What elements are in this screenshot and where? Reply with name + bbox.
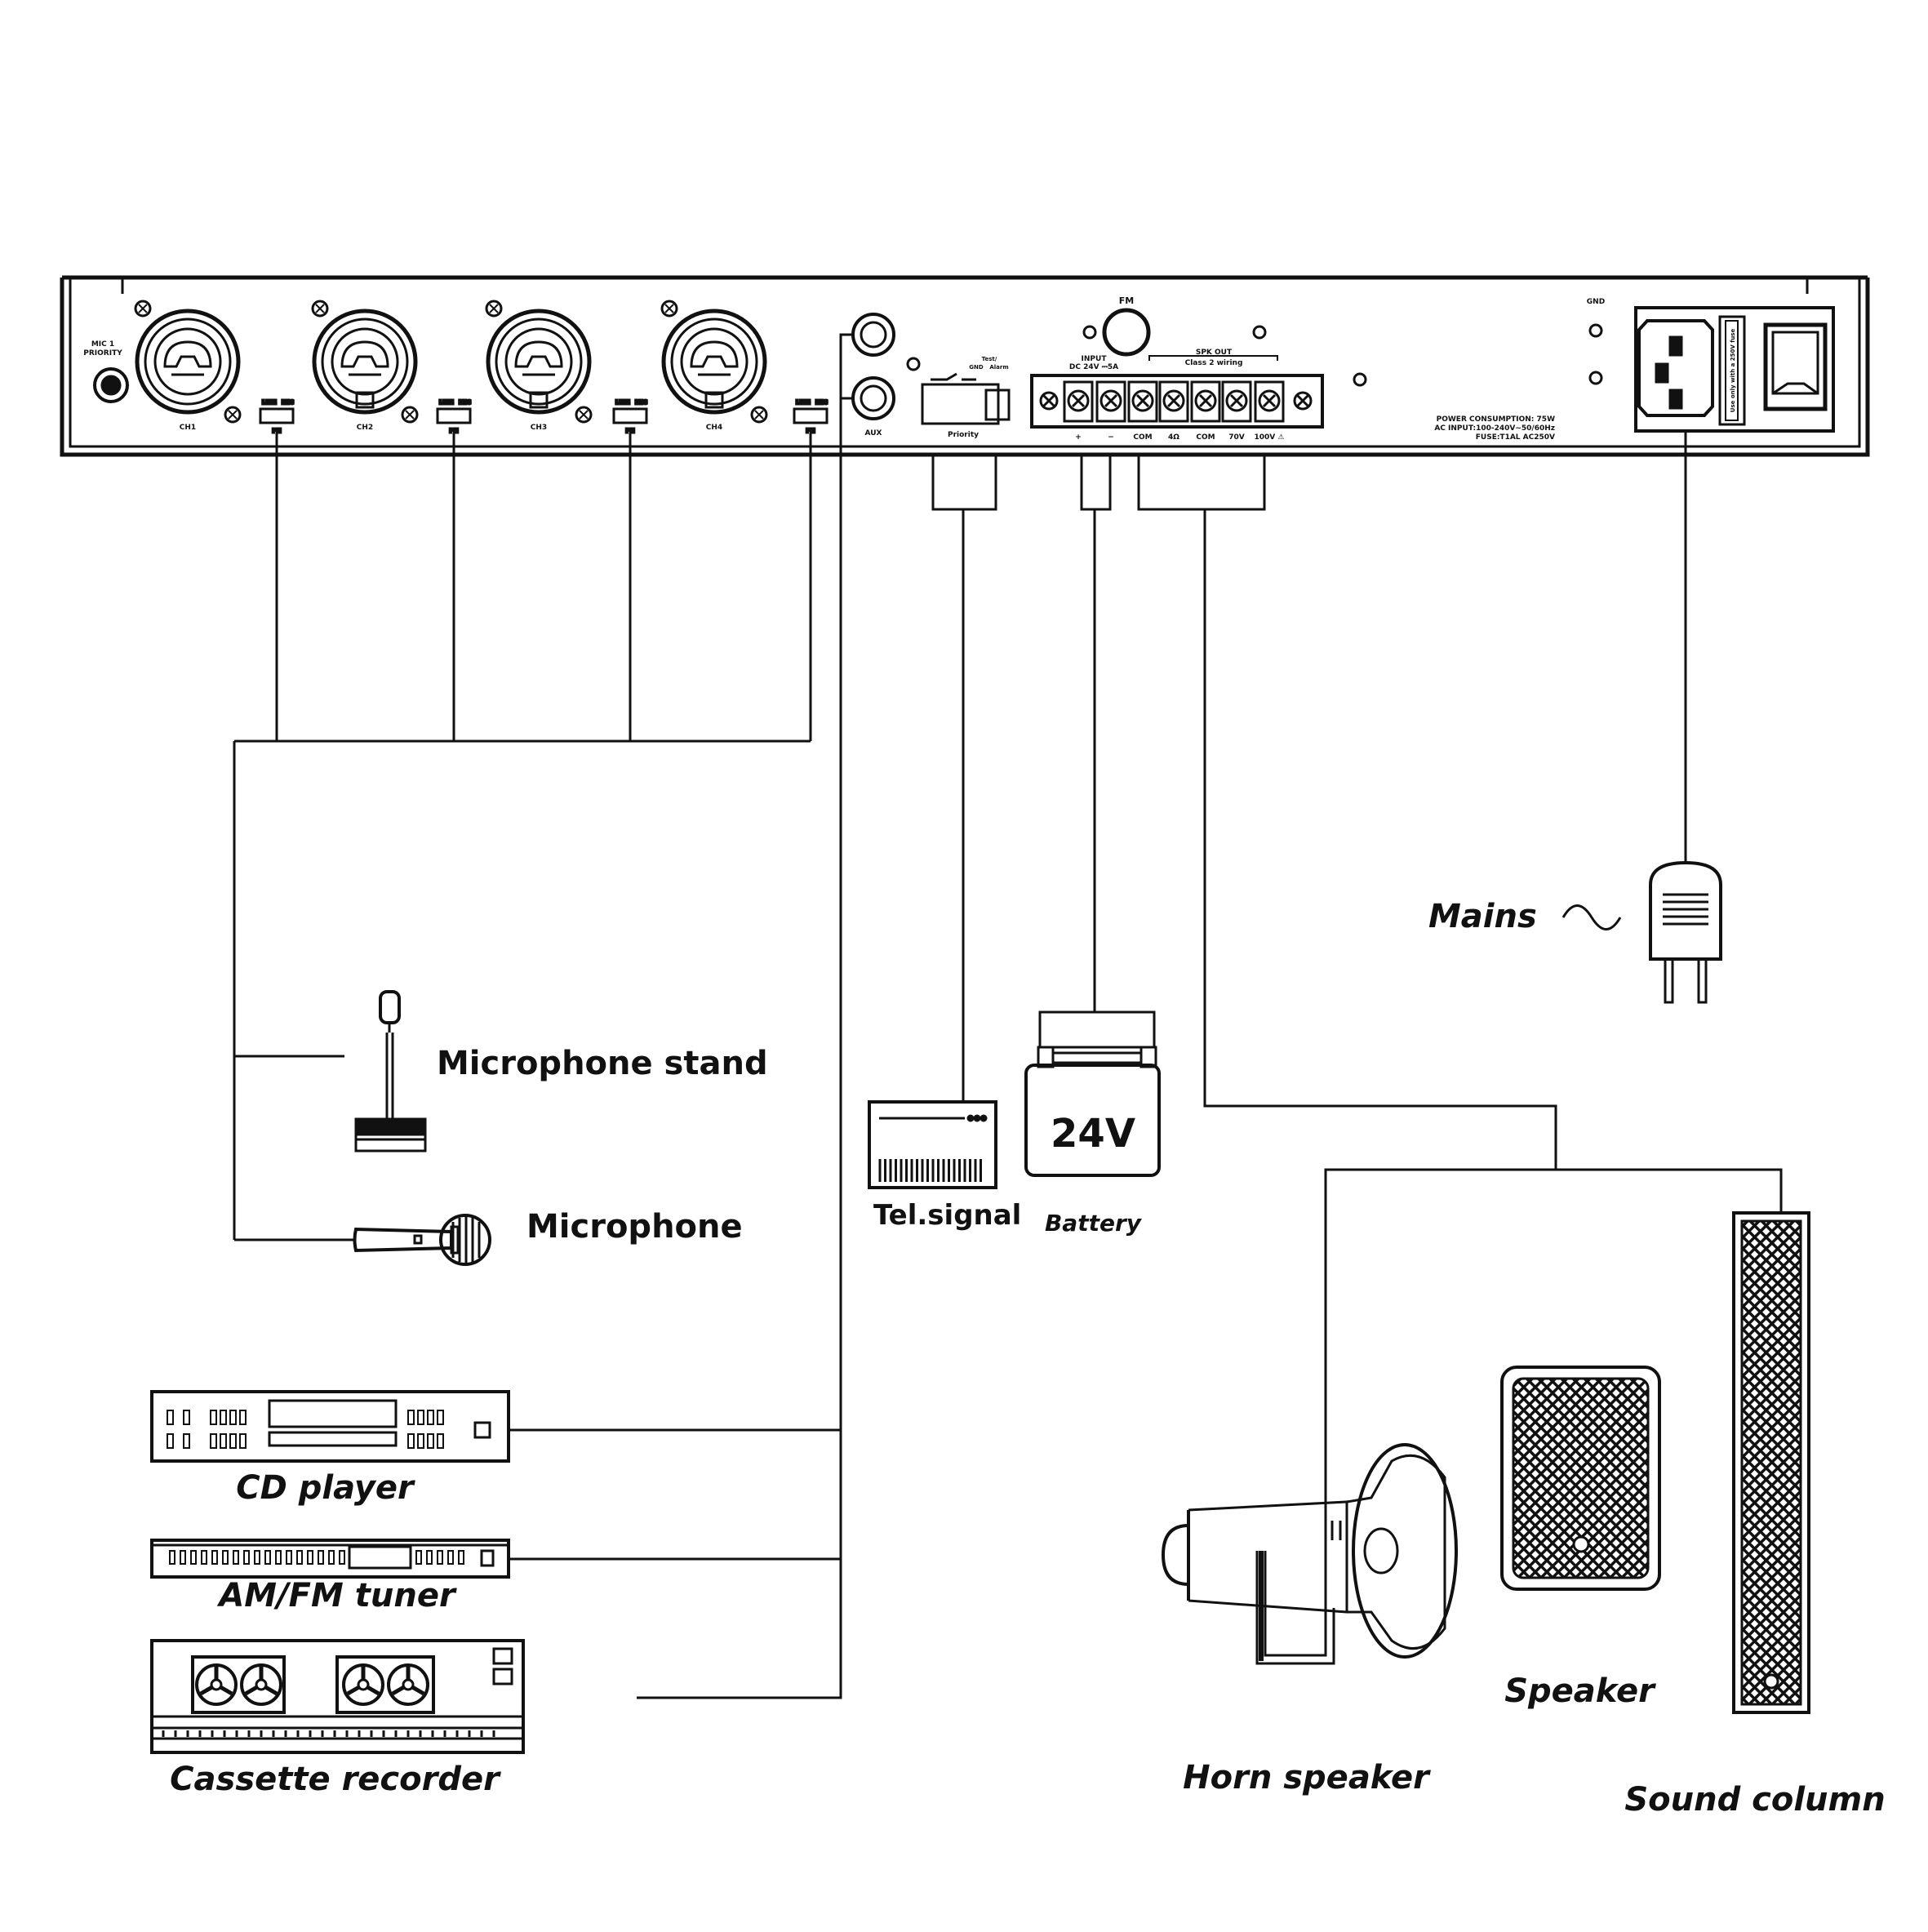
- mic1-label: MIC 1: [91, 340, 114, 349]
- reel: [195, 1663, 238, 1706]
- sound-column-icon: [1732, 1211, 1810, 1714]
- terminal-label: 70V: [1228, 433, 1245, 442]
- ph-label: PH: [806, 428, 815, 434]
- ph-label: PH: [450, 428, 459, 434]
- battery-voltage-label: 24V: [1051, 1111, 1135, 1157]
- input-spec-label: DC 24V ⎓5A: [1069, 363, 1118, 371]
- priority-alarm-label: Alarm: [989, 364, 1008, 371]
- cd-player-label: CD player: [236, 1469, 415, 1507]
- panel-labels: MIC 1 PRIORITY CH1 CH2 CH3 CH4 AUX FM Prior…: [83, 295, 1736, 442]
- channel-label: CH2: [357, 424, 373, 432]
- xlr-combo-jack-icon[interactable]: [485, 300, 593, 424]
- xlr-combo-jack-icon[interactable]: [660, 300, 768, 424]
- horn-speaker-icon: [1161, 1443, 1458, 1665]
- terminal-strip[interactable]: [1030, 374, 1324, 429]
- speaker-label: Speaker: [1504, 1672, 1656, 1710]
- sound-column-label: Sound column: [1624, 1781, 1885, 1819]
- line-mic-switches: LINE MIC PH LINE MIC PH LINE MIC PH LINE MIC PH: [259, 398, 829, 436]
- class2-label: Class 2 wiring: [1185, 359, 1243, 367]
- cassette-label: Cassette recorder: [170, 1761, 501, 1798]
- screw-terminal-icon[interactable]: [1095, 380, 1126, 423]
- microphone-label: Microphone: [526, 1208, 743, 1246]
- fm-label: FM: [1119, 295, 1134, 306]
- device-labels: Mains Microphone stand Microphone Tel.si…: [170, 898, 1886, 1819]
- reel: [240, 1663, 282, 1706]
- terminal-label: COM: [1133, 433, 1152, 442]
- line-label: LINE: [439, 399, 454, 406]
- mic-label: MIC: [459, 399, 471, 406]
- line-mic-switch[interactable]: LINE MIC PH: [259, 398, 295, 436]
- tuner-label: AM/FM tuner: [216, 1577, 457, 1614]
- mic-label: MIC: [635, 399, 647, 406]
- reel: [342, 1663, 384, 1706]
- screw-terminal-icon[interactable]: [1127, 380, 1158, 423]
- aux-label: AUX: [865, 429, 882, 437]
- battery-label: Battery: [1045, 1210, 1143, 1237]
- rca-jack-icon[interactable]: [851, 313, 895, 420]
- phone-unit-icon: [868, 1100, 997, 1189]
- tel-signal-label: Tel.signal: [873, 1199, 1021, 1232]
- mains-label: Mains: [1428, 898, 1537, 935]
- screw-terminal-icon[interactable]: [1221, 380, 1252, 423]
- priority-label: PRIORITY: [83, 349, 122, 358]
- gnd-label: GND: [1587, 298, 1605, 306]
- xlr-combo-jack-icon[interactable]: [311, 300, 419, 424]
- ac-wave-icon: [1562, 904, 1622, 930]
- handheld-mic-icon: [353, 1214, 491, 1266]
- screw-terminal-icon[interactable]: [1063, 380, 1094, 423]
- ph-label: PH: [273, 428, 282, 434]
- iec-socket-icon: [1634, 306, 1835, 433]
- screw-terminal-icon[interactable]: [1039, 391, 1059, 411]
- terminal-label: −: [1108, 433, 1114, 442]
- mic1-priority-knob[interactable]: [93, 367, 129, 403]
- power-switch-icon[interactable]: [1763, 322, 1828, 411]
- cd-player-icon: [150, 1390, 510, 1463]
- wall-speaker-icon: [1500, 1366, 1661, 1591]
- line-label: LINE: [262, 399, 277, 406]
- line-mic-switch[interactable]: LINE MIC PH: [612, 398, 648, 436]
- xlr-combo-jacks: [134, 300, 768, 424]
- channel-label: CH4: [706, 424, 722, 432]
- power-consumption-label: POWER CONSUMPTION: 75W: [1437, 415, 1555, 424]
- cassette-deck-icon: [150, 1639, 525, 1754]
- fm-antenna-jack[interactable]: [1102, 308, 1151, 357]
- line-label: LINE: [615, 399, 630, 406]
- wiring: [233, 333, 1783, 1699]
- priority-test-label: Test/: [982, 356, 997, 362]
- terminal-label: +: [1075, 433, 1082, 442]
- terminal-label: 100V ⚠: [1255, 433, 1285, 442]
- screw-terminal-icon[interactable]: [1293, 391, 1313, 411]
- ac-input-label: AC INPUT:100-240V~50/60Hz: [1434, 424, 1555, 433]
- microphone-stand-label: Microphone stand: [437, 1045, 768, 1082]
- priority-gnd-label: GND: [969, 364, 984, 371]
- input-label: INPUT: [1082, 355, 1108, 363]
- priority-terminal[interactable]: [921, 372, 1011, 425]
- fuse-note-label: Use only with a 250V fuse: [1730, 329, 1736, 413]
- plug-icon: [1649, 860, 1722, 1004]
- line-mic-switch[interactable]: LINE MIC PH: [793, 398, 829, 436]
- priority-terminal-label: Priority: [948, 431, 979, 439]
- reel: [387, 1663, 429, 1706]
- battery-icon: [1024, 1046, 1161, 1177]
- fuse-label: FUSE:T1AL AC250V: [1476, 433, 1555, 442]
- tuner-icon: [150, 1539, 510, 1579]
- screw-terminal-icon[interactable]: [1190, 380, 1221, 423]
- channel-label: CH1: [180, 424, 196, 432]
- xlr-combo-jack-icon[interactable]: [134, 300, 242, 424]
- spk-out-label: SPK OUT: [1196, 349, 1233, 357]
- gooseneck-mic-icon: [354, 990, 427, 1153]
- mic-label: MIC: [815, 399, 828, 406]
- line-mic-switch[interactable]: LINE MIC PH: [436, 398, 472, 436]
- channel-label: CH3: [531, 424, 547, 432]
- screw-terminal-icon[interactable]: [1254, 380, 1285, 423]
- screw-terminal-icon[interactable]: [1158, 380, 1189, 423]
- ph-label: PH: [626, 428, 635, 434]
- horn-speaker-label: Horn speaker: [1183, 1759, 1431, 1797]
- terminal-label: COM: [1196, 433, 1215, 442]
- terminal-label: 4Ω: [1168, 433, 1179, 442]
- line-label: LINE: [796, 399, 811, 406]
- mic-label: MIC: [282, 399, 294, 406]
